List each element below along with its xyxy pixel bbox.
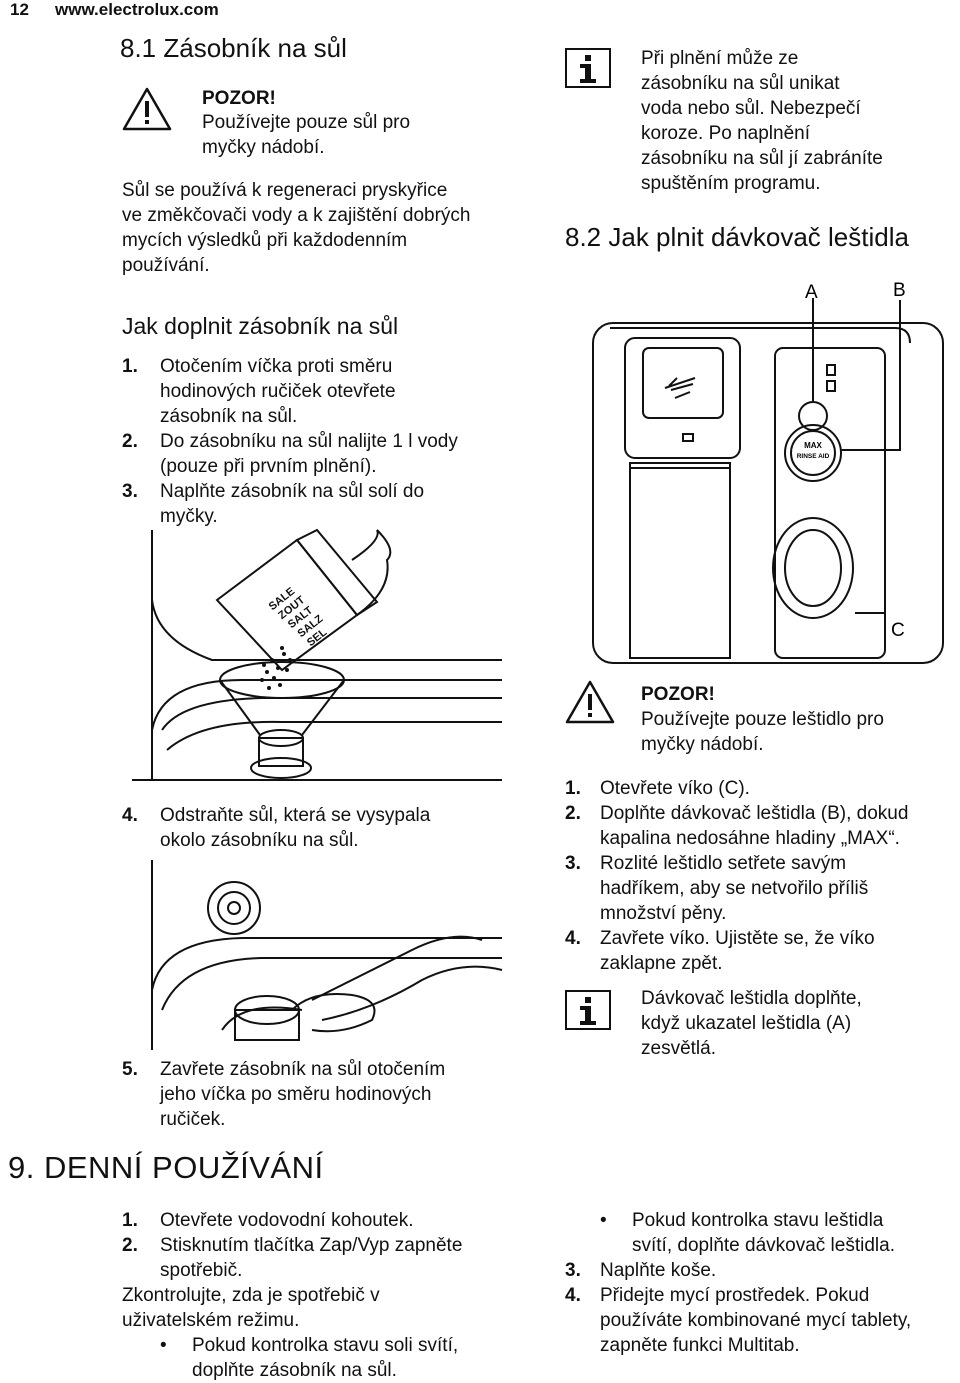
warning-icon [122,87,172,131]
section-82-title: 8.2 Jak plnit dávkovač leštidla [565,222,909,252]
label-a: A [805,282,818,303]
dial-rinse-aid: RINSE AID [797,453,830,460]
daily-steps-left: 1.Otevřete vodovodní kohoutek. 2.Stisknu… [122,1208,542,1383]
site-url: www.electrolux.com [55,0,219,19]
label-b: B [893,280,906,301]
section-81-title: 8.1 Zásobník na sůl [120,33,347,63]
warning-title: POZOR! [202,88,276,109]
section-9-title: 9. DENNÍ POUŽÍVÁNÍ [8,1150,324,1185]
label-c: C [891,620,905,641]
rinse-aid-illustration: A B C MAX RINSE AID [565,268,945,664]
info-rinse-aid: Dávkovač leštidla doplňte,když ukazatel … [641,988,862,1059]
warning-icon-right [565,680,615,724]
dial-max: MAX [804,441,822,450]
warning-title-right: POZOR! [641,684,715,705]
step-2: 2.Do zásobníku na sůl nalijte 1 l vody(p… [122,431,458,477]
info-icon-right [565,990,611,1030]
rinse-aid-steps: 1.Otevřete víko (C). 2.Doplňte dávkovač … [565,778,909,974]
bullet-salt: Pokud kontrolka stavu soli svítí,doplňte… [160,1333,542,1383]
pour-salt-illustration: SALE ZOUT SALT SALZ SEL [122,528,502,792]
wipe-salt-illustration [151,860,503,1050]
page-number: 12 [10,0,29,19]
refill-subtitle: Jak doplnit zásobník na sůl [122,313,399,339]
info-icon [565,48,611,88]
